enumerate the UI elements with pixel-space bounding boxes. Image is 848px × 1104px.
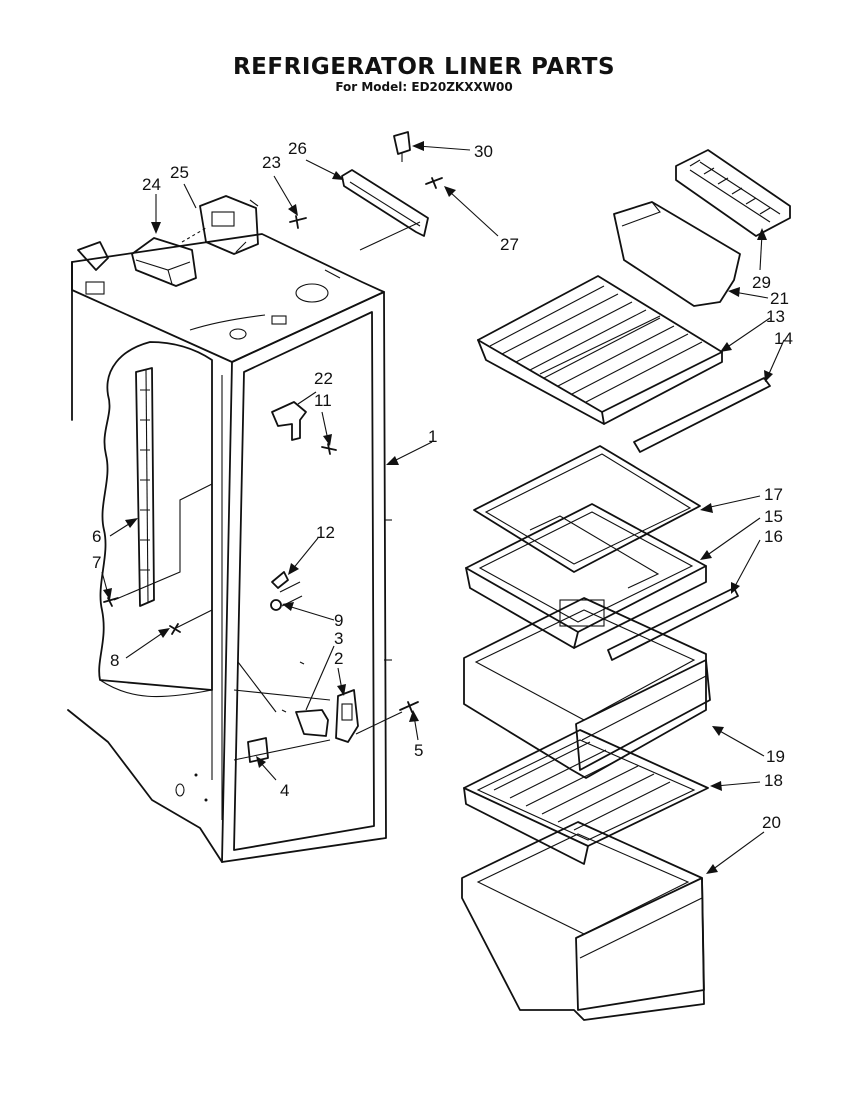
part-25-cover: [199, 195, 259, 255]
callout-21: 21: [770, 289, 789, 308]
part-17-glass-shelf: [473, 445, 701, 573]
callout-2: 2: [334, 649, 343, 668]
callout-14: 14: [774, 329, 793, 348]
callout-8: 8: [110, 651, 119, 670]
callout-23: 23: [262, 153, 281, 172]
callout-12: 12: [316, 523, 335, 542]
model-subtitle: For Model: ED20ZKXXW00: [335, 80, 513, 94]
part-26-top-rail: [341, 169, 429, 237]
callout-11: 11: [314, 391, 332, 410]
callout-29: 29: [752, 273, 771, 292]
part-29-ice-tray: [675, 149, 791, 237]
part-18-drawer-cover: [463, 729, 709, 865]
callout-1: 1: [428, 427, 437, 446]
callout-22: 22: [314, 369, 333, 388]
part-13-wire-shelf: [477, 275, 723, 425]
part-14-shelf-trim: [633, 377, 771, 453]
callout-25: 25: [170, 163, 189, 182]
part-24-control-housing: [131, 237, 197, 287]
callout-30: 30: [474, 142, 493, 161]
liner-cabinet: [67, 233, 392, 863]
small-parts: [103, 131, 443, 763]
callout-24: 24: [142, 175, 161, 194]
part-20-meat-drawer: [461, 821, 705, 1021]
callout-4: 4: [280, 781, 289, 800]
callout-13: 13: [766, 307, 785, 326]
callout-6: 6: [92, 527, 101, 546]
callout-20: 20: [762, 813, 781, 832]
part-19-crisper-drawer: [463, 597, 711, 779]
diagram-title: REFRIGERATOR LINER PARTS: [232, 54, 616, 80]
callout-7: 7: [92, 553, 101, 572]
callout-26: 26: [288, 139, 307, 158]
callout-15: 15: [764, 507, 783, 526]
callout-18: 18: [764, 771, 783, 790]
part-16-support-rod: [607, 587, 739, 661]
leader-lines: [101, 141, 785, 874]
part-21-storage-bin: [613, 201, 741, 307]
callout-17: 17: [764, 485, 783, 504]
callout-27: 27: [500, 235, 519, 254]
callout-3: 3: [334, 629, 343, 648]
callout-9: 9: [334, 611, 343, 630]
callout-16: 16: [764, 527, 783, 546]
part-6-shelf-rail: [135, 367, 155, 607]
callout-labels: 1 2 3 4 5 6 7 8 9 11 12 13 14 15 16 17 1…: [92, 139, 793, 832]
callout-19: 19: [766, 747, 785, 766]
callout-5: 5: [414, 741, 423, 760]
